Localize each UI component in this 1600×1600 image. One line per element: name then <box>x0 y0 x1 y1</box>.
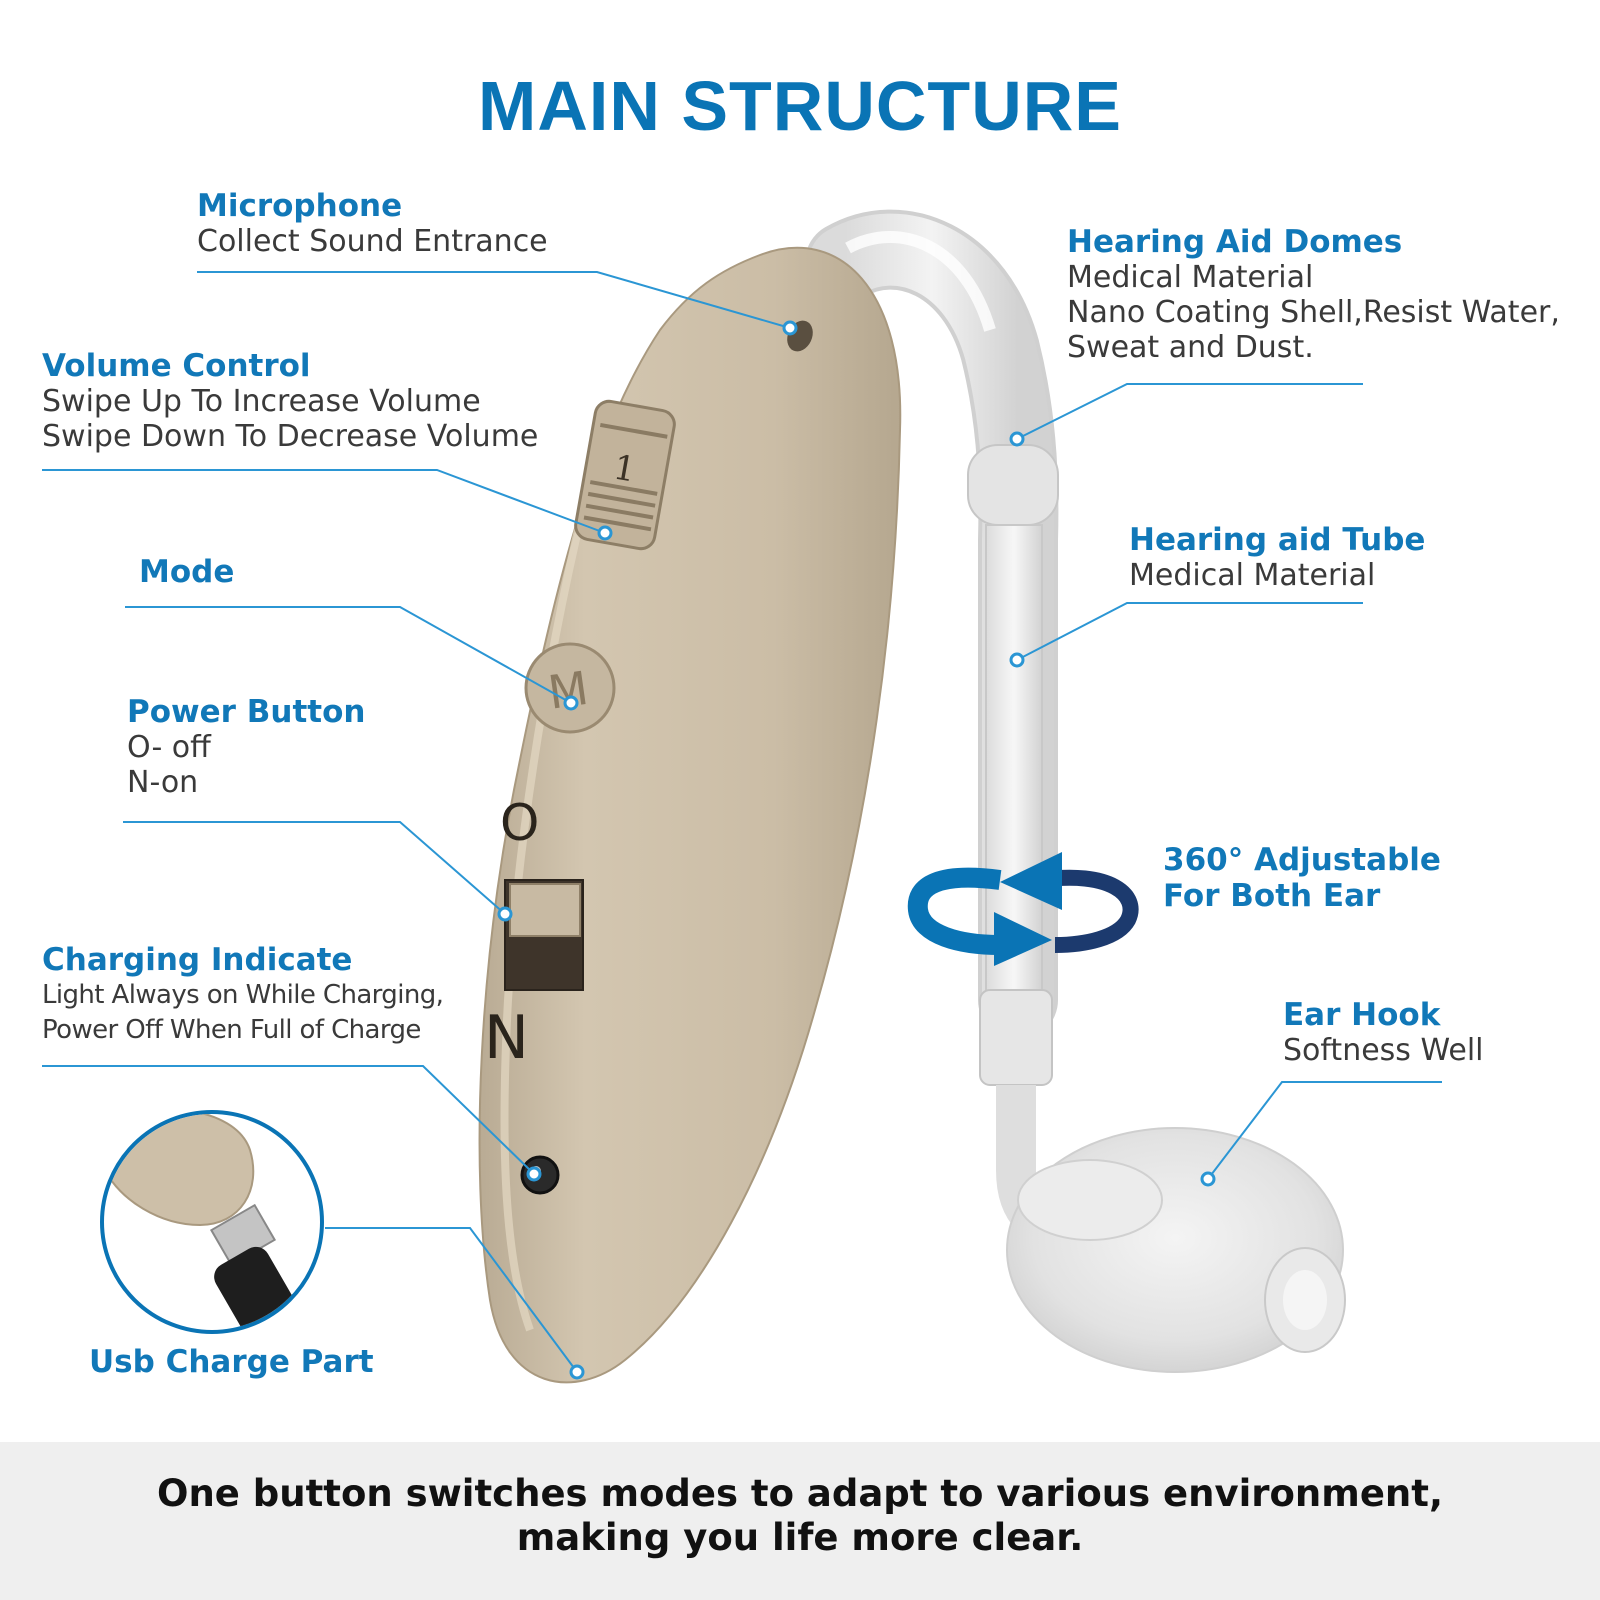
adjustable-title-1: 360° Adjustable <box>1163 842 1441 878</box>
power-desc-2: N-on <box>127 765 199 800</box>
volume-desc-1: Swipe Up To Increase Volume <box>42 384 481 419</box>
domes-desc-2: Nano Coating Shell,Resist Water, <box>1067 295 1560 330</box>
label-volume-control: Volume Control Swipe Up To Increase Volu… <box>42 348 538 454</box>
label-power-button: Power Button O- off N-on <box>127 694 365 800</box>
mode-title: Mode <box>139 554 235 590</box>
domes-desc-3: Sweat and Dust. <box>1067 330 1314 365</box>
footer-line-1: One button switches modes to adapt to va… <box>156 1472 1444 1515</box>
charging-desc-1: Light Always on While Charging, <box>42 980 444 1010</box>
ear-dome <box>1006 1127 1346 1373</box>
adjustable-title-2: For Both Ear <box>1163 878 1381 914</box>
label-ear-hook: Ear Hook Softness Well <box>1283 997 1484 1068</box>
footer-text: One button switches modes to adapt to va… <box>0 1472 1600 1560</box>
footer-banner: One button switches modes to adapt to va… <box>0 1442 1600 1600</box>
label-hearing-aid-tube: Hearing aid Tube Medical Material <box>1129 522 1425 593</box>
power-title: Power Button <box>127 694 366 730</box>
usb-title: Usb Charge Part <box>89 1344 374 1380</box>
leader-lines <box>42 271 1442 1373</box>
domes-title: Hearing Aid Domes <box>1067 224 1403 260</box>
label-360-adjustable: 360° Adjustable For Both Ear <box>1163 842 1441 914</box>
domes-desc-1: Medical Material <box>1067 260 1314 295</box>
microphone-title: Microphone <box>197 188 403 224</box>
microphone-desc: Collect Sound Entrance <box>197 224 548 259</box>
page-title: MAIN STRUCTURE <box>478 67 1122 145</box>
label-usb-charge-part: Usb Charge Part <box>89 1344 374 1380</box>
charging-desc-2: Power Off When Full of Charge <box>42 1015 421 1045</box>
switch-on-mark: N <box>484 1003 529 1073</box>
hearing-aid-body <box>478 246 902 1384</box>
ear-hook-tube <box>805 209 1071 1250</box>
power-desc-1: O- off <box>127 730 211 765</box>
footer-line-2: making you life more clear. <box>516 1516 1084 1559</box>
tube-desc: Medical Material <box>1129 558 1376 593</box>
switch-off-mark: O <box>500 794 539 852</box>
charging-title: Charging Indicate <box>42 942 353 978</box>
mode-letter: M <box>545 661 592 720</box>
label-charging-indicate: Charging Indicate Light Always on While … <box>42 942 444 1048</box>
usb-inset <box>100 1110 324 1334</box>
tube-title: Hearing aid Tube <box>1129 522 1426 558</box>
earhook-title: Ear Hook <box>1283 997 1441 1033</box>
leader-dots <box>497 320 1216 1380</box>
earhook-desc: Softness Well <box>1283 1033 1484 1068</box>
volume-title: Volume Control <box>42 348 311 384</box>
volume-desc-2: Swipe Down To Decrease Volume <box>42 419 539 454</box>
label-microphone: Microphone Collect Sound Entrance <box>197 188 548 259</box>
label-mode: Mode <box>139 554 234 590</box>
rotation-arrows-icon <box>907 852 1139 966</box>
label-hearing-aid-domes: Hearing Aid Domes Medical Material Nano … <box>1067 224 1560 365</box>
